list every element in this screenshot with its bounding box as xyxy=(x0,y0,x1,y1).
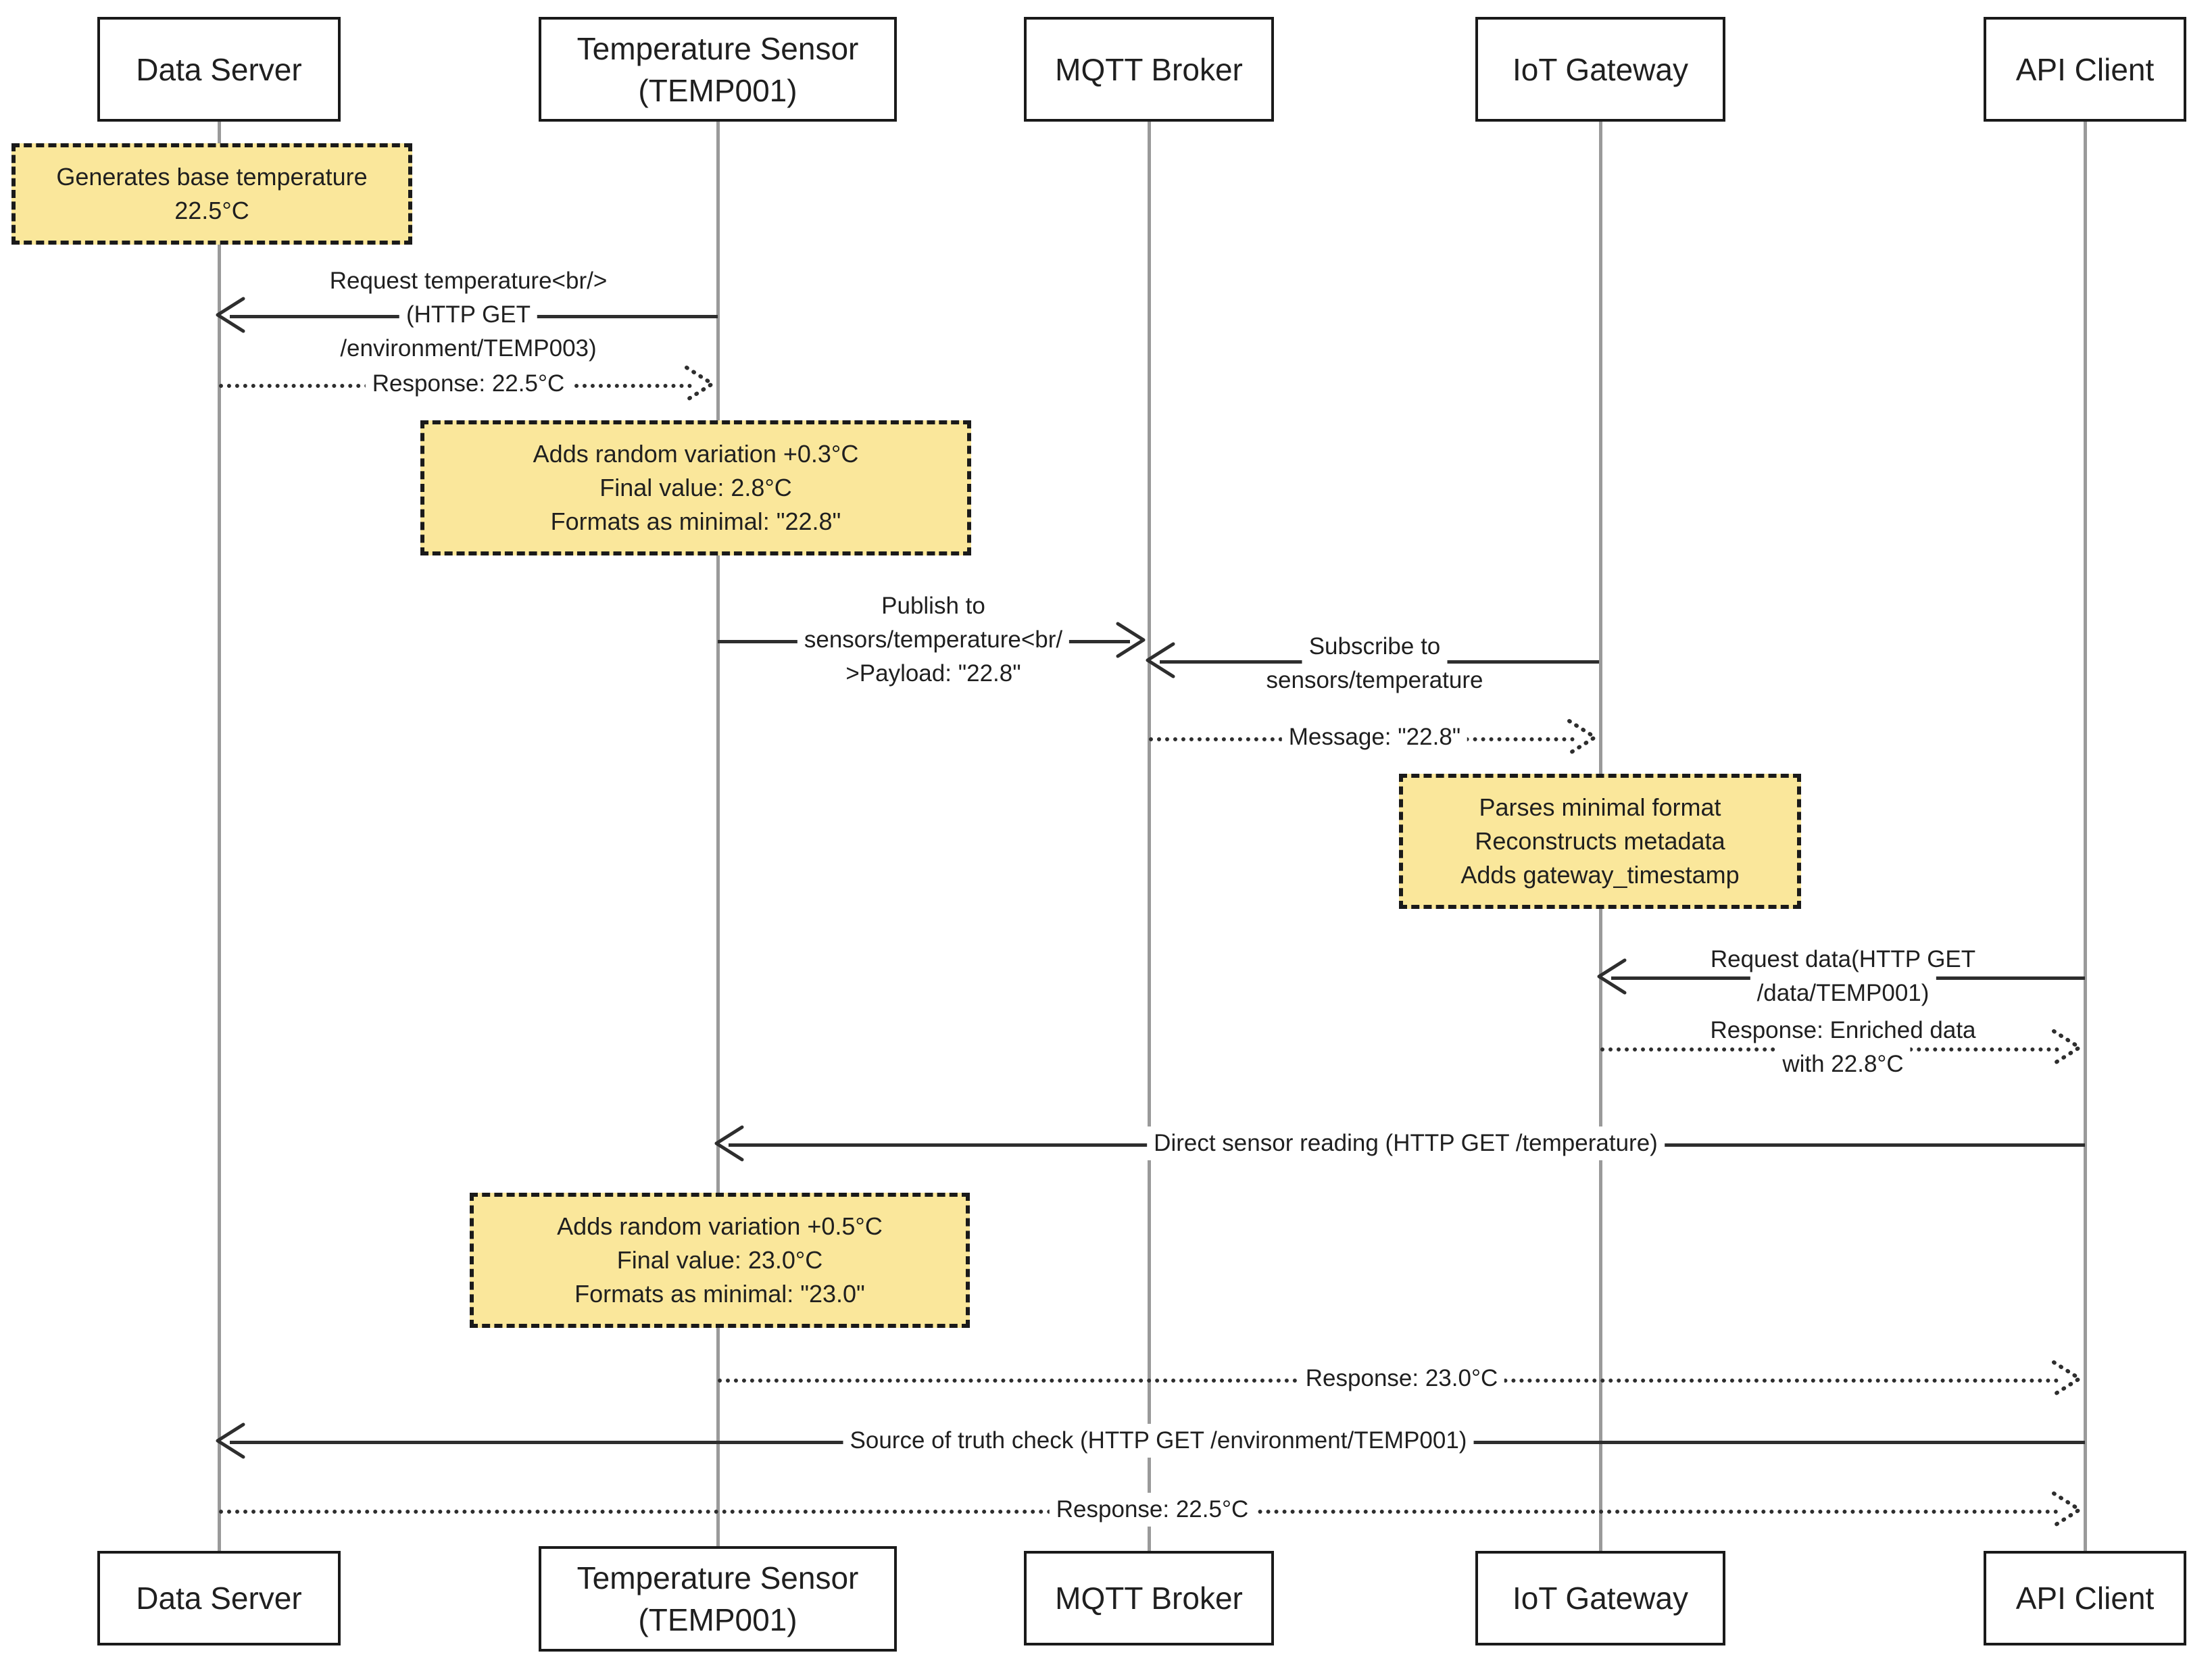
note-text-line: Final value: 23.0°C xyxy=(616,1246,823,1274)
message-text: Source of truth check (HTTP GET /environ… xyxy=(843,1424,1474,1458)
actor-top-temp-sensor: Temperature Sensor (TEMP001) xyxy=(539,17,897,122)
message-text: Direct sensor reading (HTTP GET /tempera… xyxy=(1147,1126,1665,1160)
message-label: Request data(HTTP GET /data/TEMP001) xyxy=(1703,943,1983,1010)
message-label: Response: 22.5°C xyxy=(365,367,572,401)
actor-top-iot-gateway: IoT Gateway xyxy=(1475,17,1725,122)
lifeline-mqtt-broker xyxy=(1148,122,1151,1551)
message-text: Response: Enriched data xyxy=(1703,1014,1983,1047)
dotted-arrowhead-right-icon xyxy=(2052,1029,2082,1066)
message-text: >Payload: "22.8" xyxy=(839,657,1028,691)
message-text: Request temperature<br/> xyxy=(322,264,614,298)
actor-label: IoT Gateway xyxy=(1513,51,1688,87)
dotted-arrowhead-right-icon xyxy=(2052,1360,2082,1397)
note-generate-base-temp: Generates base temperature 22.5°C xyxy=(11,143,412,245)
note-text-line: Final value: 2.8°C xyxy=(599,474,792,501)
note-text-line: Generates base temperature xyxy=(56,163,368,191)
actor-label: API Client xyxy=(2015,1581,2155,1616)
message-text: sensors/temperature<br/ xyxy=(797,623,1070,657)
message-label: Response: 22.5°C xyxy=(1049,1493,1256,1527)
dotted-arrowhead-right-icon xyxy=(1567,719,1597,756)
actor-label: Data Server xyxy=(136,1581,302,1616)
actor-top-data-server: Data Server xyxy=(97,17,341,122)
arrowhead-left-icon xyxy=(216,1422,245,1459)
message-text: Request data(HTTP GET xyxy=(1703,943,1983,976)
actor-label: (TEMP001) xyxy=(638,72,797,108)
message-label: Response: Enriched data with 22.8°C xyxy=(1703,1014,1983,1081)
actor-label: IoT Gateway xyxy=(1513,1581,1688,1616)
note-text-line: Formats as minimal: "22.8" xyxy=(550,507,841,535)
message-label: Request temperature<br/> (HTTP GET /envi… xyxy=(322,264,614,366)
actor-bottom-temp-sensor: Temperature Sensor (TEMP001) xyxy=(539,1546,897,1652)
actor-top-mqtt-broker: MQTT Broker xyxy=(1024,17,1274,122)
message-label: Response: 23.0°C xyxy=(1298,1362,1505,1395)
message-label: Subscribe to sensors/temperature xyxy=(1259,630,1490,697)
message-label: Direct sensor reading (HTTP GET /tempera… xyxy=(1147,1126,1665,1160)
actor-label: MQTT Broker xyxy=(1055,51,1243,87)
actor-label: Data Server xyxy=(136,51,302,87)
message-label: Publish to sensors/temperature<br/ >Payl… xyxy=(797,589,1070,691)
note-text-line: Formats as minimal: "23.0" xyxy=(574,1280,865,1308)
arrowhead-left-icon xyxy=(1146,642,1175,678)
lifeline-api-client xyxy=(2084,122,2087,1551)
dotted-arrowhead-right-icon xyxy=(685,366,714,402)
message-text: sensors/temperature xyxy=(1259,664,1490,697)
actor-label: MQTT Broker xyxy=(1055,1581,1243,1616)
message-text: Subscribe to xyxy=(1302,630,1448,664)
note-sensor-variation-2: Adds random variation +0.5°C Final value… xyxy=(470,1193,970,1328)
actor-bottom-data-server: Data Server xyxy=(97,1551,341,1645)
note-text-line: Reconstructs metadata xyxy=(1475,827,1725,855)
actor-bottom-mqtt-broker: MQTT Broker xyxy=(1024,1551,1274,1645)
actor-bottom-iot-gateway: IoT Gateway xyxy=(1475,1551,1725,1645)
message-label: Source of truth check (HTTP GET /environ… xyxy=(843,1424,1474,1458)
message-text: Message: "22.8" xyxy=(1281,720,1468,754)
note-gateway-processing: Parses minimal format Reconstructs metad… xyxy=(1399,774,1801,909)
note-text-line: Adds random variation +0.3°C xyxy=(533,440,859,468)
actor-label: (TEMP001) xyxy=(638,1602,797,1637)
note-text-line: Adds random variation +0.5°C xyxy=(557,1212,883,1240)
lifeline-data-server xyxy=(218,122,221,1551)
actor-top-api-client: API Client xyxy=(1984,17,2186,122)
message-text: with 22.8°C xyxy=(1775,1047,1911,1081)
arrowhead-left-icon xyxy=(1597,958,1627,995)
arrowhead-left-icon xyxy=(216,297,245,333)
lifeline-temp-sensor xyxy=(716,122,720,1546)
message-text: (HTTP GET xyxy=(399,298,538,332)
actor-label: Temperature Sensor xyxy=(576,1560,859,1595)
message-text: Response: 23.0°C xyxy=(1298,1362,1505,1395)
dotted-arrowhead-right-icon xyxy=(2052,1491,2082,1528)
arrowhead-right-icon xyxy=(1116,622,1146,658)
arrowhead-left-icon xyxy=(714,1125,744,1162)
note-text-line: Adds gateway_timestamp xyxy=(1460,861,1740,889)
note-text-line: 22.5°C xyxy=(174,197,249,224)
note-sensor-variation-1: Adds random variation +0.3°C Final value… xyxy=(420,420,971,555)
note-text-line: Parses minimal format xyxy=(1479,793,1721,821)
message-text: Response: 22.5°C xyxy=(1049,1493,1256,1527)
message-text: Publish to xyxy=(875,589,992,623)
actor-label: API Client xyxy=(2015,51,2155,87)
message-text: Response: 22.5°C xyxy=(365,367,572,401)
actor-bottom-api-client: API Client xyxy=(1984,1551,2186,1645)
message-label: Message: "22.8" xyxy=(1281,720,1468,754)
message-text: /data/TEMP001) xyxy=(1750,976,1936,1010)
message-text: /environment/TEMP003) xyxy=(333,332,604,366)
actor-label: Temperature Sensor xyxy=(576,30,859,66)
